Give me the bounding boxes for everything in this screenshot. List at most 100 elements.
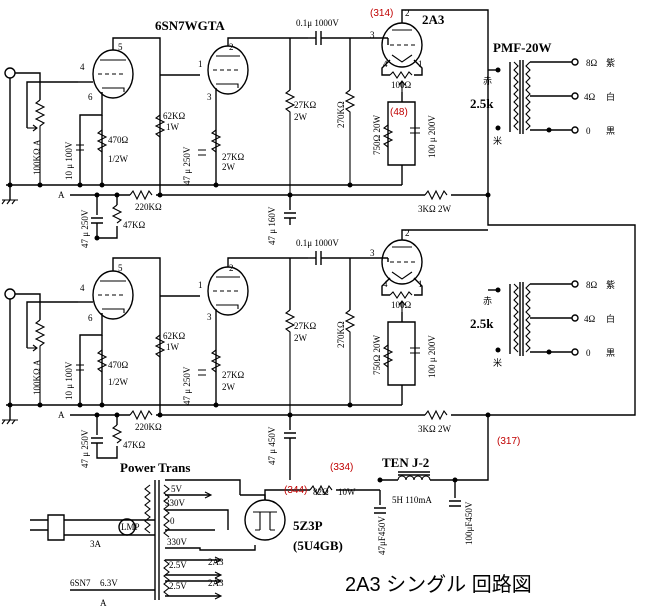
svg-text:6: 6 [88, 313, 93, 323]
svg-text:LMP: LMP [121, 522, 140, 532]
svg-text:1/2W: 1/2W [108, 377, 129, 387]
svg-text:0: 0 [586, 348, 591, 358]
driver-tube-label: 6SN7WGTA [155, 18, 225, 33]
note-48: (48) [390, 107, 408, 118]
cathode-cap-1: 10 μ 100V [64, 141, 74, 180]
output-tube-label: 2A3 [422, 12, 445, 27]
svg-text:10 μ 100V: 10 μ 100V [64, 361, 74, 400]
coupling-cap-2: 0.1μ 1000V [296, 238, 339, 248]
svg-text:47 μ 250V: 47 μ 250V [182, 146, 192, 185]
speaker-terminal-8b[interactable] [571, 280, 579, 288]
svg-text:赤: 赤 [483, 76, 492, 86]
svg-text:8Ω: 8Ω [586, 280, 598, 290]
svg-text:62KΩ: 62KΩ [163, 331, 185, 341]
svg-text:紫: 紫 [606, 58, 615, 68]
svg-text:2W: 2W [294, 333, 308, 343]
note-317: (317) [497, 436, 520, 447]
note-344: (344) [284, 485, 307, 496]
speaker-terminal-4b[interactable] [571, 314, 579, 322]
svg-text:2.5k: 2.5k [470, 316, 494, 331]
note-314: (314) [370, 8, 393, 19]
svg-text:2W: 2W [222, 382, 236, 392]
svg-text:A: A [100, 598, 107, 608]
svg-text:470Ω: 470Ω [108, 360, 129, 370]
svg-text:2: 2 [229, 263, 234, 273]
svg-text:47KΩ: 47KΩ [123, 440, 145, 450]
svg-text:4Ω: 4Ω [584, 314, 596, 324]
svg-text:47KΩ: 47KΩ [123, 220, 145, 230]
svg-text:270KΩ: 270KΩ [336, 101, 346, 128]
svg-text:27KΩ: 27KΩ [294, 100, 316, 110]
svg-text:3: 3 [370, 30, 375, 40]
svg-text:6: 6 [88, 92, 93, 102]
svg-text:0: 0 [170, 516, 175, 526]
svg-text:1: 1 [198, 59, 203, 69]
svg-text:4: 4 [80, 62, 85, 72]
svg-text:220KΩ: 220KΩ [135, 202, 162, 212]
speaker-terminal-4[interactable] [571, 92, 579, 100]
svg-text:白: 白 [606, 91, 615, 102]
svg-text:750Ω 20W: 750Ω 20W [372, 115, 382, 155]
svg-text:100 μ 200V: 100 μ 200V [427, 335, 437, 378]
coupling-cap-1: 0.1μ 1000V [296, 18, 339, 28]
svg-text:27KΩ: 27KΩ [222, 152, 244, 162]
rectifier-label: 5Z3P [293, 518, 323, 533]
svg-text:2.5k: 2.5k [470, 96, 494, 111]
channel-2: 100KΩ A 5 4 6 10 μ 100V 470Ω 1/2W 62KΩ 1… [1, 228, 615, 468]
channel-1: 100KΩ A 5 4 6 10 μ 100V 470Ω 1/2W 62KΩ 1… [1, 8, 615, 248]
svg-text:米: 米 [493, 357, 502, 368]
svg-text:米: 米 [493, 135, 502, 146]
speaker-terminal-0[interactable] [571, 126, 579, 134]
svg-text:47μF450V: 47μF450V [377, 516, 387, 555]
rectifier-tube [244, 499, 286, 541]
svg-text:0: 0 [586, 126, 591, 136]
svg-text:3KΩ 2W: 3KΩ 2W [418, 424, 451, 434]
svg-text:47 μ 250V: 47 μ 250V [80, 209, 90, 248]
power-supply: Power Trans 5V 330V 0 330V 2.5V 2.5V 2A3… [30, 415, 489, 608]
svg-text:270KΩ: 270KΩ [336, 321, 346, 348]
svg-text:赤: 赤 [483, 296, 492, 306]
speaker-terminal-0b[interactable] [571, 348, 579, 356]
svg-text:2: 2 [229, 42, 234, 52]
svg-text:10W: 10W [338, 487, 356, 497]
svg-text:47 μ 250V: 47 μ 250V [182, 366, 192, 405]
svg-text:黒: 黒 [606, 348, 615, 358]
volume-pot-label-1: 100KΩ A [32, 139, 42, 175]
svg-text:1W: 1W [166, 342, 180, 352]
svg-text:750Ω 20W: 750Ω 20W [372, 335, 382, 375]
output-transformer-label: PMF-20W [493, 40, 551, 55]
svg-text:47 μ 160V: 47 μ 160V [267, 206, 277, 245]
svg-text:470Ω: 470Ω [108, 135, 129, 145]
svg-text:1W: 1W [166, 122, 180, 132]
svg-text:紫: 紫 [606, 280, 615, 290]
svg-text:2W: 2W [222, 162, 236, 172]
svg-text:47 μ 450V: 47 μ 450V [267, 426, 277, 465]
choke-label: TEN J-2 [382, 455, 429, 470]
svg-text:8Ω: 8Ω [586, 58, 598, 68]
svg-text:2W: 2W [294, 112, 308, 122]
svg-text:27KΩ: 27KΩ [294, 321, 316, 331]
pilot-lamp [118, 518, 136, 536]
svg-text:100μF450V: 100μF450V [464, 501, 474, 545]
svg-text:330V: 330V [165, 498, 186, 508]
svg-text:3: 3 [207, 92, 212, 102]
svg-text:3A: 3A [90, 539, 102, 549]
svg-text:A: A [58, 410, 65, 420]
power-plug [47, 514, 65, 541]
svg-text:5: 5 [118, 42, 123, 52]
svg-text:4: 4 [383, 279, 388, 289]
svg-text:5: 5 [118, 263, 123, 273]
speaker-terminal-8[interactable] [571, 58, 579, 66]
svg-text:100Ω: 100Ω [391, 300, 412, 310]
svg-text:100 μ 200V: 100 μ 200V [427, 115, 437, 158]
svg-text:220KΩ: 220KΩ [135, 422, 162, 432]
input-jack-1 [4, 67, 16, 79]
svg-text:82Ω: 82Ω [313, 487, 329, 497]
volume-pot-label-2: 100KΩ A [32, 359, 42, 395]
svg-text:4: 4 [80, 283, 85, 293]
svg-text:1: 1 [198, 280, 203, 290]
svg-text:1/2W: 1/2W [108, 154, 129, 164]
diagram-title: 2A3 シングル 回路図 [345, 573, 532, 596]
rectifier-alt-label: (5U4GB) [293, 538, 343, 553]
